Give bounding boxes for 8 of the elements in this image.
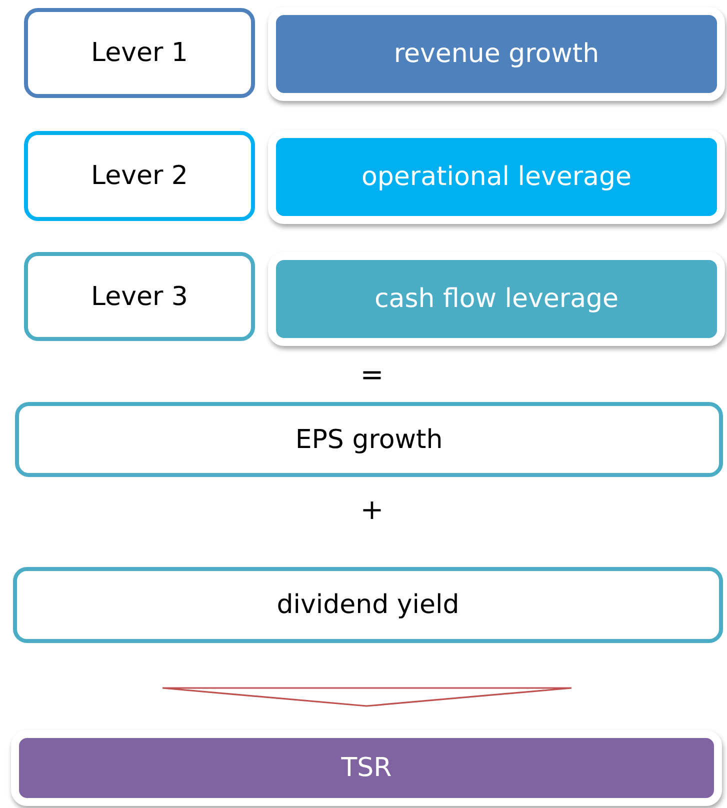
result-box: dividend yield (13, 567, 723, 643)
result-box: EPS growth (15, 402, 723, 477)
down-arrow (162, 687, 572, 707)
lever-box: Lever 2 (24, 131, 255, 221)
lever-box: Lever 1 (24, 8, 255, 98)
operator-sign: = (359, 360, 385, 390)
lever-box: Lever 3 (24, 252, 255, 341)
operator-sign: + (359, 495, 385, 525)
